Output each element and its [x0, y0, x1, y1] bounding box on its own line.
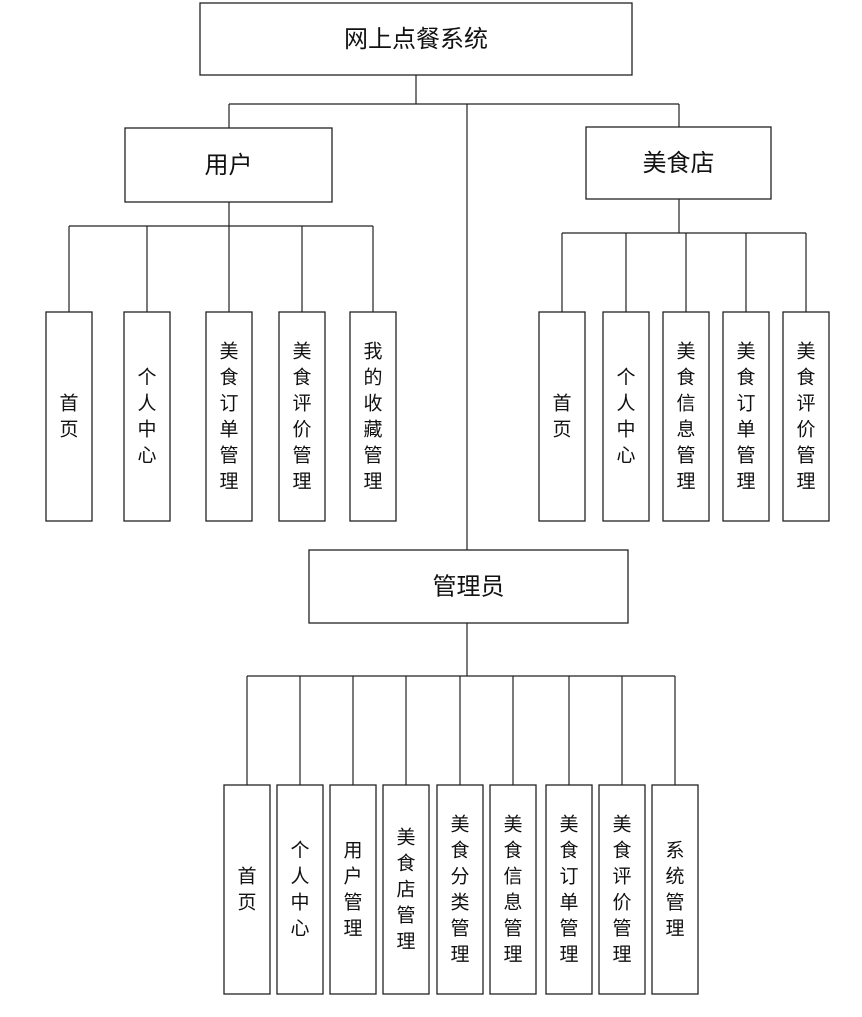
admin-module-3-box — [382, 784, 430, 995]
shop-module-3-label: 美食订单管理 — [736, 341, 755, 493]
admin-module-6: 美食订单管理 — [545, 784, 593, 995]
admin-module-4-label: 美食分类管理 — [450, 814, 469, 966]
shop-module-0: 首页 — [538, 311, 586, 522]
user-module-1-box — [123, 311, 171, 522]
admin-module-2-box — [329, 784, 377, 995]
shop-module-4: 美食评价管理 — [782, 311, 830, 522]
shop-module-4-box — [782, 311, 830, 522]
user-node: 用户 — [124, 127, 333, 203]
user-module-0-label: 首页 — [59, 393, 78, 441]
user-module-4: 我的收藏管理 — [349, 311, 397, 522]
admin-module-3: 美食店管理 — [382, 784, 430, 995]
user-module-0-box — [45, 311, 93, 522]
root-node: 网上点餐系统 — [199, 2, 633, 76]
admin-module-5-label: 美食信息管理 — [503, 814, 522, 966]
admin-module-3-label: 美食店管理 — [396, 827, 415, 953]
user-module-0: 首页 — [45, 311, 93, 522]
admin-module-0-label: 首页 — [237, 866, 256, 914]
admin-module-2-label: 用户管理 — [343, 840, 362, 940]
shop-module-3: 美食订单管理 — [722, 311, 770, 522]
root-node-box — [199, 2, 633, 76]
user-module-4-label: 我的收藏管理 — [363, 341, 382, 493]
admin-module-6-box — [545, 784, 593, 995]
shop-module-0-label: 首页 — [552, 393, 571, 441]
admin-module-5-box — [489, 784, 537, 995]
shop-module-4-label: 美食评价管理 — [796, 341, 815, 493]
user-module-3-box — [278, 311, 326, 522]
user-module-2: 美食订单管理 — [205, 311, 253, 522]
admin-module-5: 美食信息管理 — [489, 784, 537, 995]
user-module-3-label: 美食评价管理 — [292, 341, 311, 493]
admin-module-8-box — [651, 784, 699, 995]
shop-node-label: 美食店 — [643, 149, 715, 177]
user-module-1: 个人中心 — [123, 311, 171, 522]
admin-module-0: 首页 — [223, 784, 271, 995]
connector-lines — [68, 75, 807, 785]
user-module-4-box — [349, 311, 397, 522]
admin-node: 管理员 — [308, 549, 629, 624]
user-node-box — [124, 127, 333, 203]
admin-module-4-box — [436, 784, 484, 995]
admin-module-7-box — [598, 784, 646, 995]
shop-node-box — [585, 126, 772, 200]
user-node-label: 用户 — [205, 151, 253, 179]
shop-module-1-label: 个人中心 — [616, 367, 635, 467]
shop-module-3-box — [722, 311, 770, 522]
diagram-nodes: 网上点餐系统用户首页个人中心美食订单管理美食评价管理我的收藏管理美食店首页个人中… — [45, 2, 830, 995]
admin-module-1-label: 个人中心 — [290, 840, 309, 940]
admin-module-0-box — [223, 784, 271, 995]
user-module-1-label: 个人中心 — [137, 367, 156, 467]
admin-module-1: 个人中心 — [276, 784, 324, 995]
shop-module-1: 个人中心 — [602, 311, 650, 522]
admin-module-8-label: 系统管理 — [665, 840, 684, 940]
admin-node-box — [308, 549, 629, 624]
admin-module-7-label: 美食评价管理 — [612, 814, 631, 966]
admin-module-4: 美食分类管理 — [436, 784, 484, 995]
shop-module-0-box — [538, 311, 586, 522]
user-module-2-box — [205, 311, 253, 522]
admin-module-6-label: 美食订单管理 — [559, 814, 578, 966]
shop-module-2-box — [662, 311, 710, 522]
admin-module-2: 用户管理 — [329, 784, 377, 995]
admin-module-8: 系统管理 — [651, 784, 699, 995]
shop-module-2: 美食信息管理 — [662, 311, 710, 522]
admin-module-7: 美食评价管理 — [598, 784, 646, 995]
admin-node-label: 管理员 — [433, 573, 505, 601]
user-module-2-label: 美食订单管理 — [219, 341, 238, 493]
user-module-3: 美食评价管理 — [278, 311, 326, 522]
shop-node: 美食店 — [585, 126, 772, 200]
shop-module-1-box — [602, 311, 650, 522]
root-node-label: 网上点餐系统 — [344, 25, 488, 53]
shop-module-2-label: 美食信息管理 — [676, 341, 695, 493]
admin-module-1-box — [276, 784, 324, 995]
